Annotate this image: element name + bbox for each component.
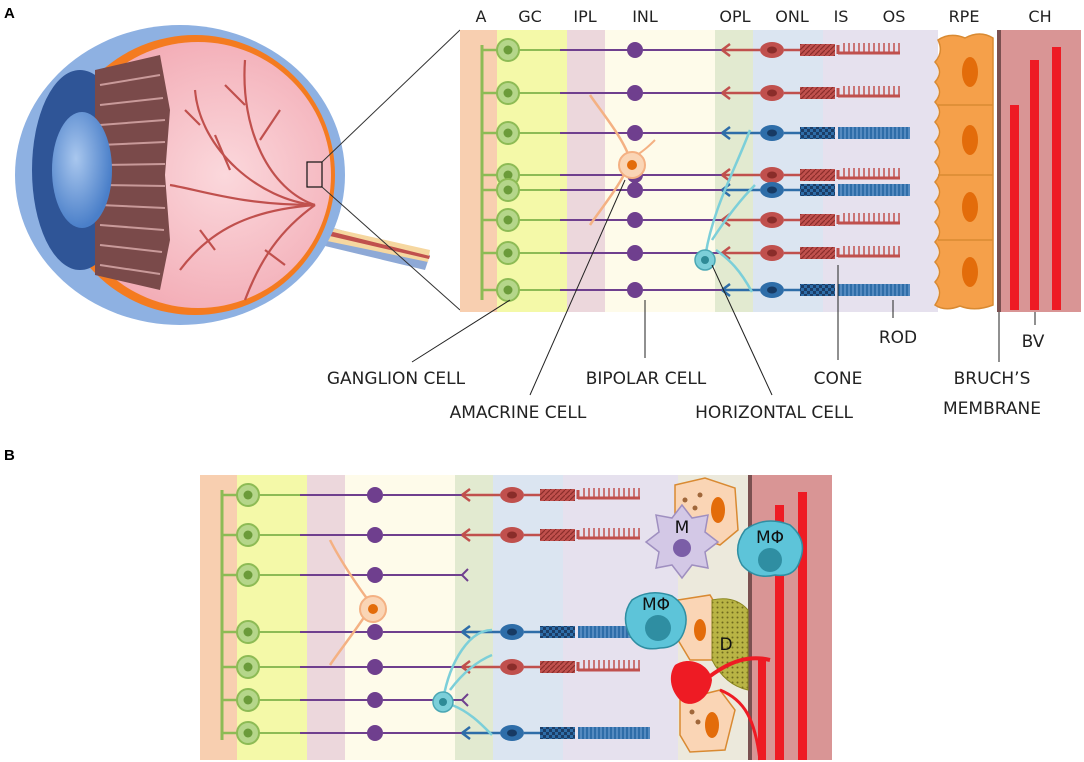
cell-row — [482, 121, 910, 145]
bipolar-cell — [627, 42, 643, 58]
layer-label-ch: CH — [1028, 7, 1051, 26]
cell-labels: GANGLION CELL AMACRINE CELL BIPOLAR CELL… — [327, 328, 1045, 423]
label-cone: CONE — [814, 369, 863, 389]
layer-labels: A GC IPL INL OPL ONL IS OS RPE CH — [476, 7, 1052, 26]
label-horizontal-cell: HORIZONTAL CELL — [695, 403, 853, 423]
label-bruchs-line1: BRUCH’S — [954, 369, 1031, 389]
amacrine-cell-b — [328, 539, 387, 666]
macrophage-label-lower: MΦ — [642, 595, 670, 615]
label-bv: BV — [1022, 332, 1045, 352]
cell-row — [482, 178, 910, 202]
layer-label-onl: ONL — [775, 7, 809, 26]
layer-label-opl: OPL — [719, 7, 750, 26]
bipolar-cell — [367, 487, 383, 503]
horizontal-cell-b — [432, 628, 493, 736]
monocyte-cell: M — [644, 503, 720, 580]
layer-label-inl: INL — [632, 7, 658, 26]
layer-label-is: IS — [834, 7, 849, 26]
label-ganglion-cell: GANGLION CELL — [327, 369, 466, 389]
macrophage-cell-upper: MΦ — [736, 520, 804, 577]
panel-a-cell-rows — [482, 38, 910, 302]
bipolar-cell — [367, 527, 383, 543]
layer-label-rpe: RPE — [949, 7, 980, 26]
horizontal-cell — [694, 129, 756, 293]
panel-b-blood-vessels — [670, 492, 807, 761]
bipolar-cell — [627, 212, 643, 228]
amacrine-cell — [588, 94, 656, 226]
cell-row — [222, 523, 640, 547]
cell-row — [482, 278, 910, 302]
choroid-blood-vessels — [1010, 47, 1061, 310]
bipolar-cell — [367, 659, 383, 675]
drusen-label: D — [719, 635, 732, 655]
layer-label-gc: GC — [518, 7, 542, 26]
eye-illustration — [15, 25, 461, 325]
bipolar-cell — [627, 85, 643, 101]
cell-row — [222, 655, 640, 679]
bipolar-cell — [367, 567, 383, 583]
layer-label-ipl: IPL — [573, 7, 596, 26]
macrophage-label-upper: MΦ — [756, 528, 784, 548]
macrophage-cell-lower: MΦ — [624, 592, 687, 650]
label-rod: ROD — [879, 328, 917, 348]
cell-row — [482, 208, 900, 232]
bipolar-cell — [627, 182, 643, 198]
monocyte-label: M — [675, 518, 690, 538]
panel-b-cell-rows — [222, 483, 650, 745]
bipolar-cell — [627, 282, 643, 298]
panel-b-letter: B — [4, 447, 15, 464]
cell-row — [482, 81, 900, 105]
cell-row — [222, 721, 650, 745]
cell-row — [482, 241, 900, 265]
cell-row — [222, 688, 469, 712]
bipolar-cell — [367, 624, 383, 640]
cell-row — [482, 38, 900, 62]
bipolar-cell — [367, 725, 383, 741]
panel-a-letter: A — [4, 5, 15, 22]
bipolar-cell — [367, 692, 383, 708]
label-bipolar-cell: BIPOLAR CELL — [586, 369, 707, 389]
layer-label-a: A — [476, 7, 487, 26]
label-amacrine-cell: AMACRINE CELL — [450, 403, 587, 423]
cell-row — [222, 563, 469, 587]
bipolar-cell — [627, 125, 643, 141]
callout-lines — [411, 179, 1036, 396]
cell-row — [222, 483, 640, 507]
bipolar-cell — [627, 245, 643, 261]
label-bruchs-line2: MEMBRANE — [943, 399, 1041, 419]
layer-label-os: OS — [883, 7, 906, 26]
rpe-cells — [933, 33, 994, 310]
